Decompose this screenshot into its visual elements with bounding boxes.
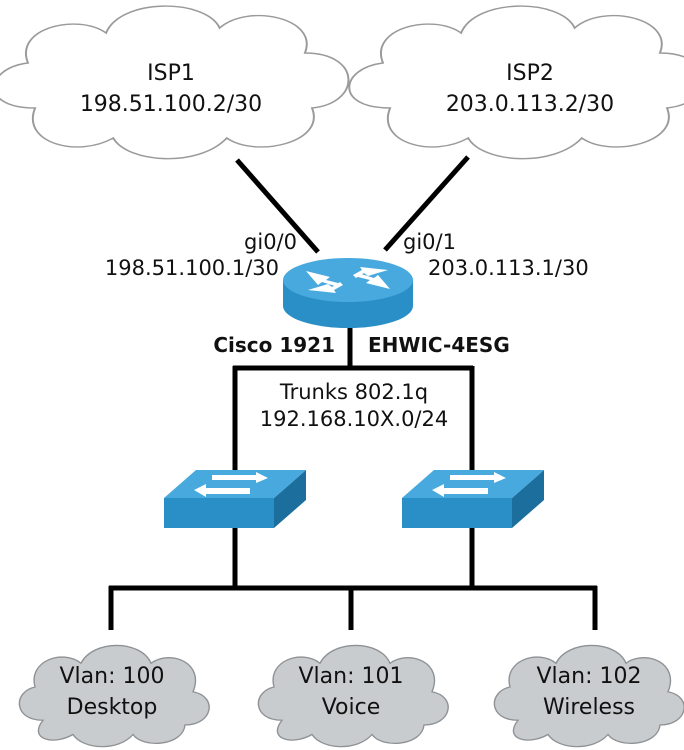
switch-2 — [402, 470, 544, 528]
trunk-subnet: 192.168.10X.0/24 — [260, 407, 448, 431]
switch-arrows-icon — [194, 472, 268, 497]
vlan101-name: Voice — [322, 695, 381, 720]
trunk-label: Trunks 802.1q — [279, 380, 428, 404]
links — [108, 155, 598, 630]
vlan102-name: Wireless — [543, 695, 635, 720]
router-if-left: gi0/0 — [244, 230, 297, 254]
vlan100-id: Vlan: 100 — [60, 664, 165, 689]
router-if-right: gi0/1 — [403, 230, 456, 254]
isp2-name: ISP2 — [506, 61, 554, 86]
router-module: EHWIC-4ESG — [368, 333, 510, 357]
vlan102-id: Vlan: 102 — [537, 664, 642, 689]
router-ip-right: 203.0.113.1/30 — [428, 256, 589, 280]
isp2-router-link — [383, 155, 470, 252]
isp2-ip: 203.0.113.2/30 — [446, 92, 614, 117]
isp1-name: ISP1 — [147, 61, 195, 86]
vlan100-name: Desktop — [67, 695, 158, 720]
router-ip-left: 198.51.100.1/30 — [105, 256, 279, 280]
router-top — [283, 258, 413, 302]
isp1-router-link — [235, 158, 320, 254]
switch-1 — [164, 470, 306, 528]
isp1-ip: 198.51.100.2/30 — [80, 92, 262, 117]
vlan101-id: Vlan: 101 — [299, 664, 404, 689]
router-model: Cisco 1921 — [213, 333, 335, 357]
router-icon — [283, 258, 413, 328]
switch-arrows-icon — [432, 472, 506, 497]
router-arrows-icon — [306, 267, 390, 293]
